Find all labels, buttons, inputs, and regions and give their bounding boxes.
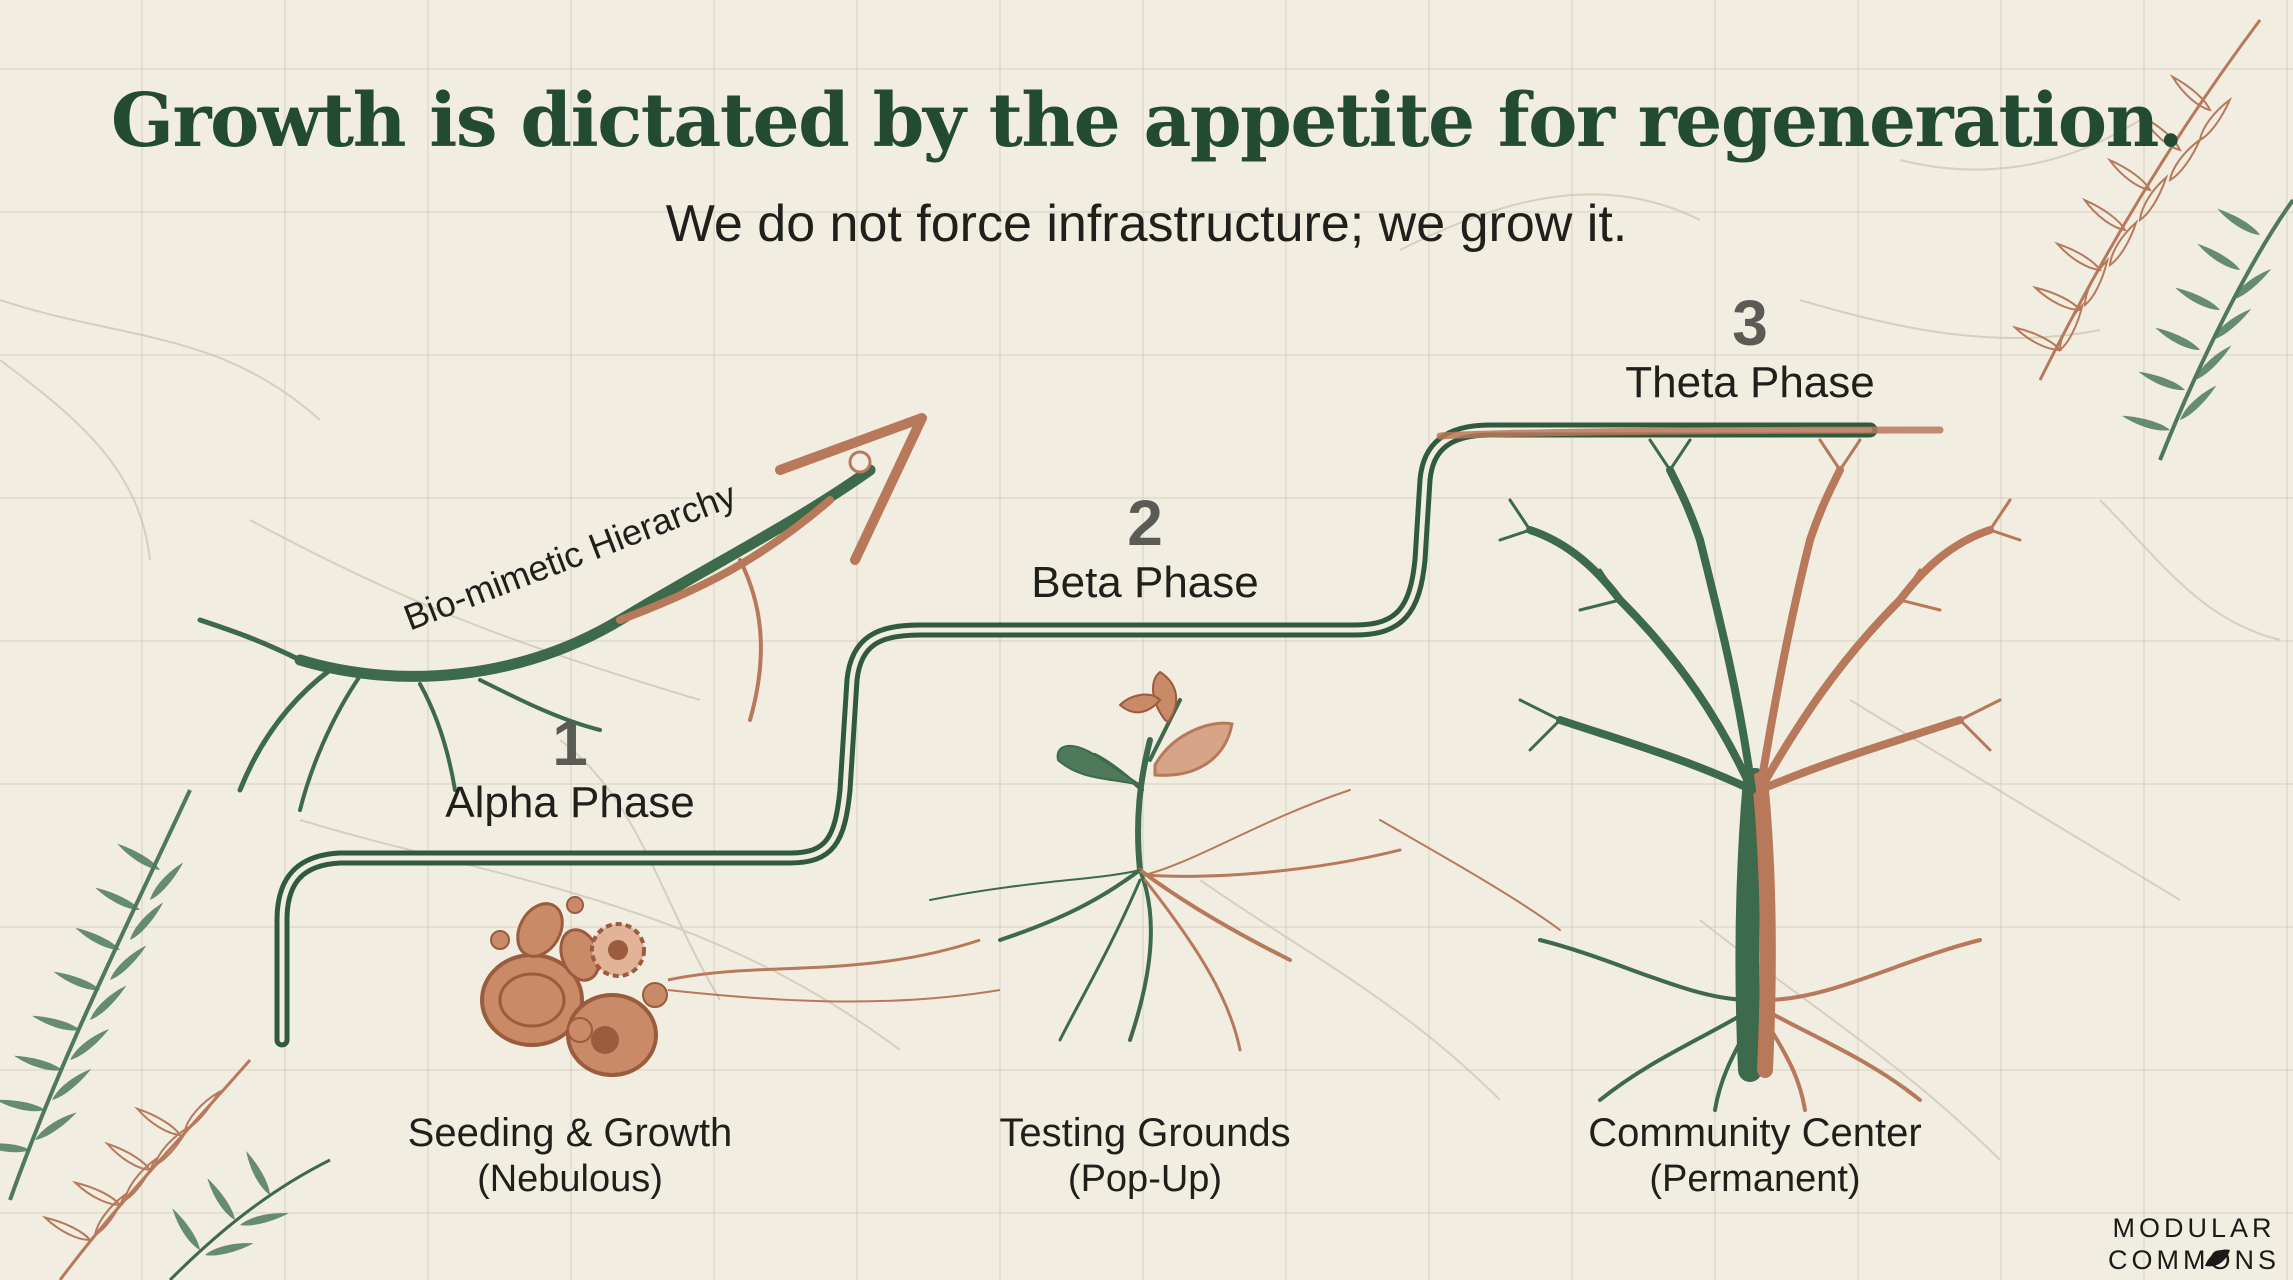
phase-path [274, 422, 1944, 1048]
phase-2-name: Beta Phase [1031, 558, 1259, 607]
stage-2-title: Testing Grounds [999, 1111, 1291, 1155]
phase-3-name: Theta Phase [1625, 358, 1875, 407]
stage-1-type: (Nebulous) [477, 1158, 663, 1200]
brand-logo: MODULAR COMMONS [2100, 1212, 2288, 1276]
phase-2-number: 2 [1127, 487, 1163, 559]
sprout-illustration [929, 670, 1402, 1052]
fern-decoration-top-right [2012, 19, 2293, 461]
fern-decoration-bottom-left [0, 789, 331, 1280]
stage-3-type: (Permanent) [1649, 1158, 1861, 1200]
cell-cluster-illustration [480, 896, 1001, 1077]
stage-3-title: Community Center [1588, 1111, 1922, 1155]
phase-1-number: 1 [552, 707, 588, 779]
page-subtitle: We do not force infrastructure; we grow … [665, 195, 1628, 253]
stage-1-title: Seeding & Growth [407, 1111, 733, 1155]
page-title: Growth is dictated by the appetite for r… [110, 78, 2184, 164]
bio-mimetic-arrow [197, 413, 927, 812]
logo-line-2: COMMONS [2108, 1245, 2280, 1275]
logo-leaf-icon [2205, 1249, 2230, 1267]
phase-1-name: Alpha Phase [445, 778, 695, 827]
logo-line-1: MODULAR [2112, 1213, 2276, 1243]
stage-2-type: (Pop-Up) [1067, 1158, 1223, 1200]
tree-illustration [1379, 438, 2022, 1112]
phase-3-number: 3 [1732, 287, 1768, 359]
